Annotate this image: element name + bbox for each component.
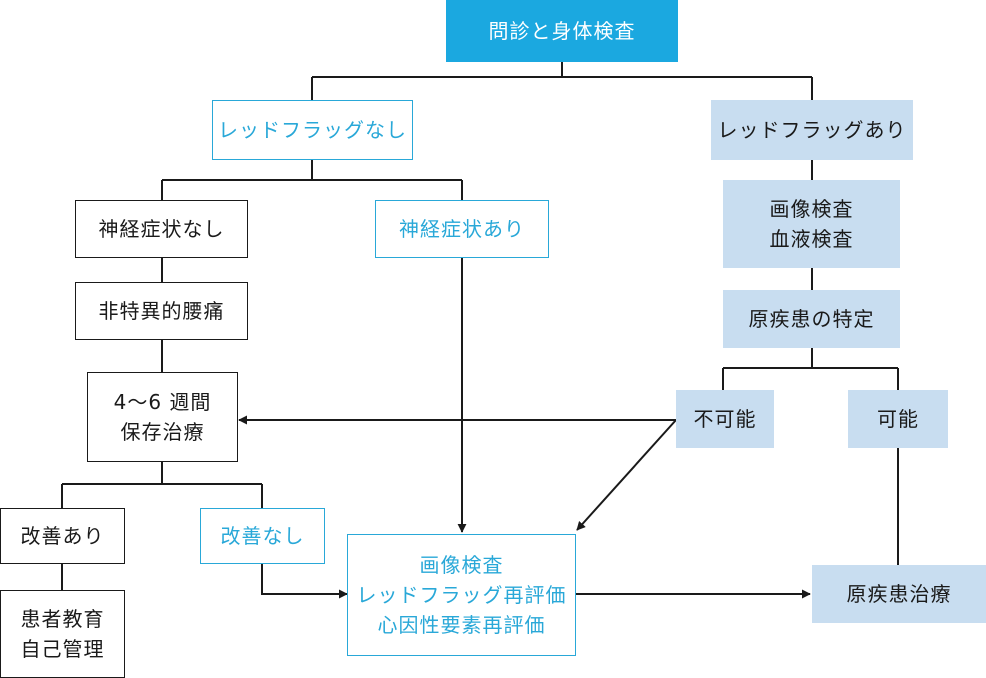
connector-cause-split (722, 348, 899, 390)
node-reevaluation-line-3: 心因性要素再評価 (377, 613, 546, 637)
connector-conservative-split (61, 462, 263, 508)
node-nonspecific: 非特異的腰痛 (75, 282, 248, 340)
node-possible: 可能 (848, 390, 948, 448)
node-improved-label: 改善あり (20, 524, 105, 548)
connector-root-split (311, 62, 813, 100)
node-imaging-blood-line-1: 画像検査 (769, 197, 854, 221)
arrow-impossible-to-reevaluation (576, 419, 677, 531)
node-red-flag: レッドフラッグあり (711, 100, 913, 160)
node-identify-cause-label: 原疾患の特定 (748, 307, 875, 331)
node-conservative: 4～6 週間 保存治療 (87, 372, 238, 462)
node-treat-cause-label: 原疾患治療 (846, 582, 952, 606)
node-not-improved: 改善なし (200, 508, 325, 564)
node-imaging-blood-line-2: 血液検査 (769, 227, 854, 251)
node-reevaluation: 画像検査 レッドフラッグ再評価 心因性要素再評価 (347, 534, 576, 656)
node-impossible-label: 不可能 (693, 407, 757, 431)
node-no-red-flag: レッドフラッグなし (212, 100, 413, 160)
node-impossible: 不可能 (676, 390, 774, 448)
node-not-improved-label: 改善なし (220, 524, 305, 548)
node-interview-label: 問診と身体検査 (488, 19, 636, 43)
node-identify-cause: 原疾患の特定 (723, 290, 900, 348)
node-no-neuro-label: 神経症状なし (98, 217, 225, 241)
node-no-neuro: 神経症状なし (75, 200, 248, 258)
node-education-line-2: 自己管理 (20, 637, 105, 661)
node-education-line-1: 患者教育 (20, 607, 105, 631)
node-conservative-line-1: 4～6 週間 (113, 390, 212, 414)
node-improved: 改善あり (0, 508, 125, 564)
node-treat-cause: 原疾患治療 (812, 565, 986, 623)
arrow-not-improved-to-reevaluation (261, 564, 348, 599)
node-nonspecific-label: 非特異的腰痛 (98, 299, 225, 323)
node-reevaluation-line-2: レッドフラッグ再評価 (356, 583, 567, 607)
node-possible-label: 可能 (877, 407, 919, 431)
connector-no-red-flag-split (161, 160, 463, 200)
node-red-flag-label: レッドフラッグあり (717, 118, 907, 142)
node-interview: 問診と身体検査 (446, 0, 678, 62)
node-education: 患者教育 自己管理 (0, 590, 125, 678)
node-imaging-blood: 画像検査 血液検査 (723, 180, 900, 268)
node-reevaluation-line-1: 画像検査 (419, 553, 504, 577)
node-neuro: 神経症状あり (375, 200, 549, 258)
node-neuro-label: 神経症状あり (399, 217, 525, 241)
node-conservative-line-2: 保存治療 (120, 420, 205, 444)
node-no-red-flag-label: レッドフラッグなし (218, 118, 407, 142)
